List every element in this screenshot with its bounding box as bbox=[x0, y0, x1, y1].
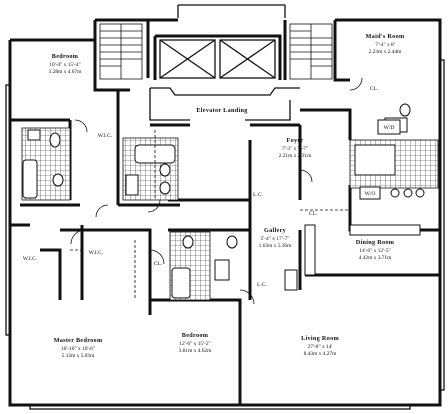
gallery-dim-ft: 5'-4" x 17'-7" bbox=[261, 236, 290, 242]
dining-room-dim-ft: 14'-6" x 12'-5" bbox=[359, 248, 391, 254]
gallery-dim-m: 1.63m x 5.36m bbox=[259, 243, 292, 249]
master-bedroom-dim-ft: 16'-10" x 16'-6" bbox=[61, 346, 95, 352]
dashed-lines bbox=[70, 130, 350, 300]
lc-bath-label: L.C. bbox=[257, 282, 268, 288]
door-swings bbox=[70, 77, 363, 305]
label-gallery: Gallery 5'-4" x 17'-7" 1.63m x 5.36m bbox=[259, 227, 292, 249]
wo-label: W/O bbox=[365, 191, 376, 197]
wic-north-label: W.I.C. bbox=[98, 133, 113, 139]
bedroom-center-name: Bedroom bbox=[182, 332, 209, 339]
cl-maid-label: CL. bbox=[370, 86, 379, 92]
living-room-dim-m: 8.43m x 4.27m bbox=[304, 351, 337, 357]
label-dining-room: Dining Room 14'-6" x 12'-5" 4.42m x 3.71… bbox=[356, 239, 395, 261]
label-elevator-landing: Elevator Landing bbox=[196, 107, 248, 114]
cl-gallery-label: CL. bbox=[309, 211, 318, 217]
living-room-dim-ft: 27'-8" x 14' bbox=[308, 344, 333, 350]
maids-room-dim-ft: 7'-4" x 8' bbox=[375, 42, 394, 48]
label-master-bedroom: Master Bedroom 16'-10" x 16'-6" 5.13m x … bbox=[54, 337, 103, 359]
bedroom-nw-name: Bedroom bbox=[52, 53, 79, 60]
outer-walls bbox=[5, 4, 445, 410]
bedroom-nw-dim-ft: 10'-4" x 15'-4" bbox=[49, 62, 81, 68]
dining-room-dim-m: 4.42m x 3.71m bbox=[359, 255, 392, 261]
kitchen-counters bbox=[284, 224, 421, 291]
lc-label: L.C. bbox=[253, 192, 264, 198]
stairs-west bbox=[99, 23, 143, 80]
wic-1-label: W.I.C. bbox=[23, 256, 38, 262]
elevators bbox=[153, 34, 282, 80]
bedroom-center-dim-m: 3.81m x 4.62m bbox=[179, 348, 212, 354]
label-living-room: Living Room 27'-8" x 14' 8.43m x 4.27m bbox=[301, 335, 339, 357]
maids-bathroom bbox=[349, 103, 439, 189]
center-north-bathroom bbox=[122, 137, 179, 201]
interior-walls bbox=[10, 18, 440, 405]
label-bedroom-center: Bedroom 12'-6" x 15'-2" 3.81m x 4.62m bbox=[179, 332, 212, 354]
bedroom-center-dim-ft: 12'-6" x 15'-2" bbox=[179, 341, 211, 347]
maids-room-dim-m: 2.23m x 2.44m bbox=[369, 49, 402, 55]
foyer-name: Foyer bbox=[287, 137, 304, 144]
master-bedroom-name: Master Bedroom bbox=[54, 337, 103, 344]
elevator-landing-name: Elevator Landing bbox=[196, 107, 248, 114]
dining-room-name: Dining Room bbox=[356, 239, 395, 246]
cl-bath-label: CL. bbox=[154, 261, 163, 267]
gallery-name: Gallery bbox=[264, 227, 287, 234]
foyer-dim-m: 2.21m x 2.31m bbox=[279, 153, 312, 159]
living-room-name: Living Room bbox=[301, 335, 339, 342]
stairs-east bbox=[289, 23, 333, 80]
wd-label: W/D bbox=[384, 125, 395, 131]
appliances bbox=[359, 119, 425, 200]
south-bathroom bbox=[169, 231, 238, 301]
maids-room-name: Maid's Room bbox=[366, 33, 405, 40]
bedroom-nw-dim-m: 3.28m x 4.67m bbox=[49, 69, 82, 75]
wic-2-label: W.I.C. bbox=[89, 250, 104, 256]
label-foyer: Foyer 7'-3" x 7'-7" 2.21m x 2.31m bbox=[279, 137, 312, 159]
foyer-dim-ft: 7'-3" x 7'-7" bbox=[282, 146, 308, 152]
master-bedroom-dim-m: 5.13m x 5.03m bbox=[62, 353, 95, 359]
label-maids-room: Maid's Room 7'-4" x 8' 2.23m x 2.44m bbox=[366, 33, 405, 55]
label-bedroom-nw: Bedroom 10'-4" x 15'-4" 3.28m x 4.67m bbox=[49, 53, 82, 75]
nw-bathroom bbox=[21, 127, 71, 201]
elevator-landing-walls bbox=[149, 87, 300, 121]
